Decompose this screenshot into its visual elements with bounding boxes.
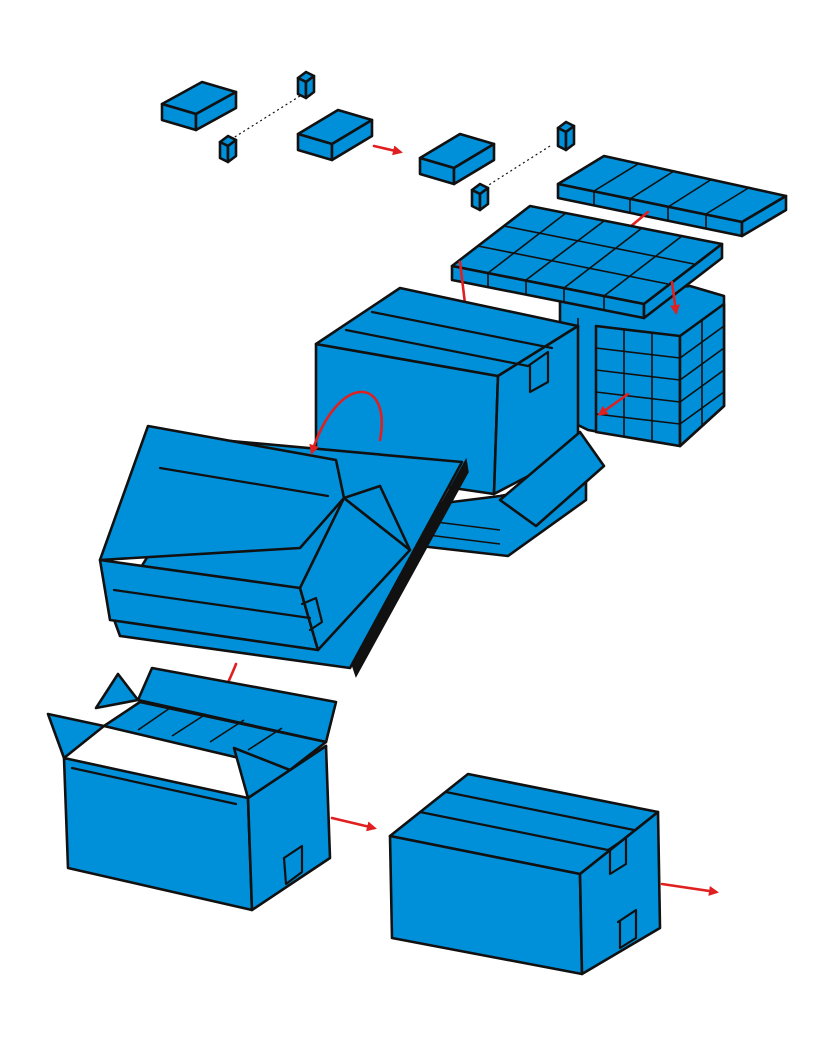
sealed-carton-icon xyxy=(388,772,662,976)
flow-arrow xyxy=(330,816,377,832)
flow-arrow xyxy=(309,390,383,455)
open-carton-icon xyxy=(98,424,469,678)
pack-row-icon xyxy=(556,154,788,238)
flow-arrow xyxy=(660,882,719,896)
open-carton-icon xyxy=(46,666,338,912)
flow-arrow xyxy=(372,144,403,156)
flow-arrow xyxy=(597,392,630,416)
product-pack-icon xyxy=(296,108,374,162)
product-pack-icon xyxy=(160,70,316,164)
product-pack-icon xyxy=(418,120,576,212)
flow-arrow xyxy=(670,280,681,315)
